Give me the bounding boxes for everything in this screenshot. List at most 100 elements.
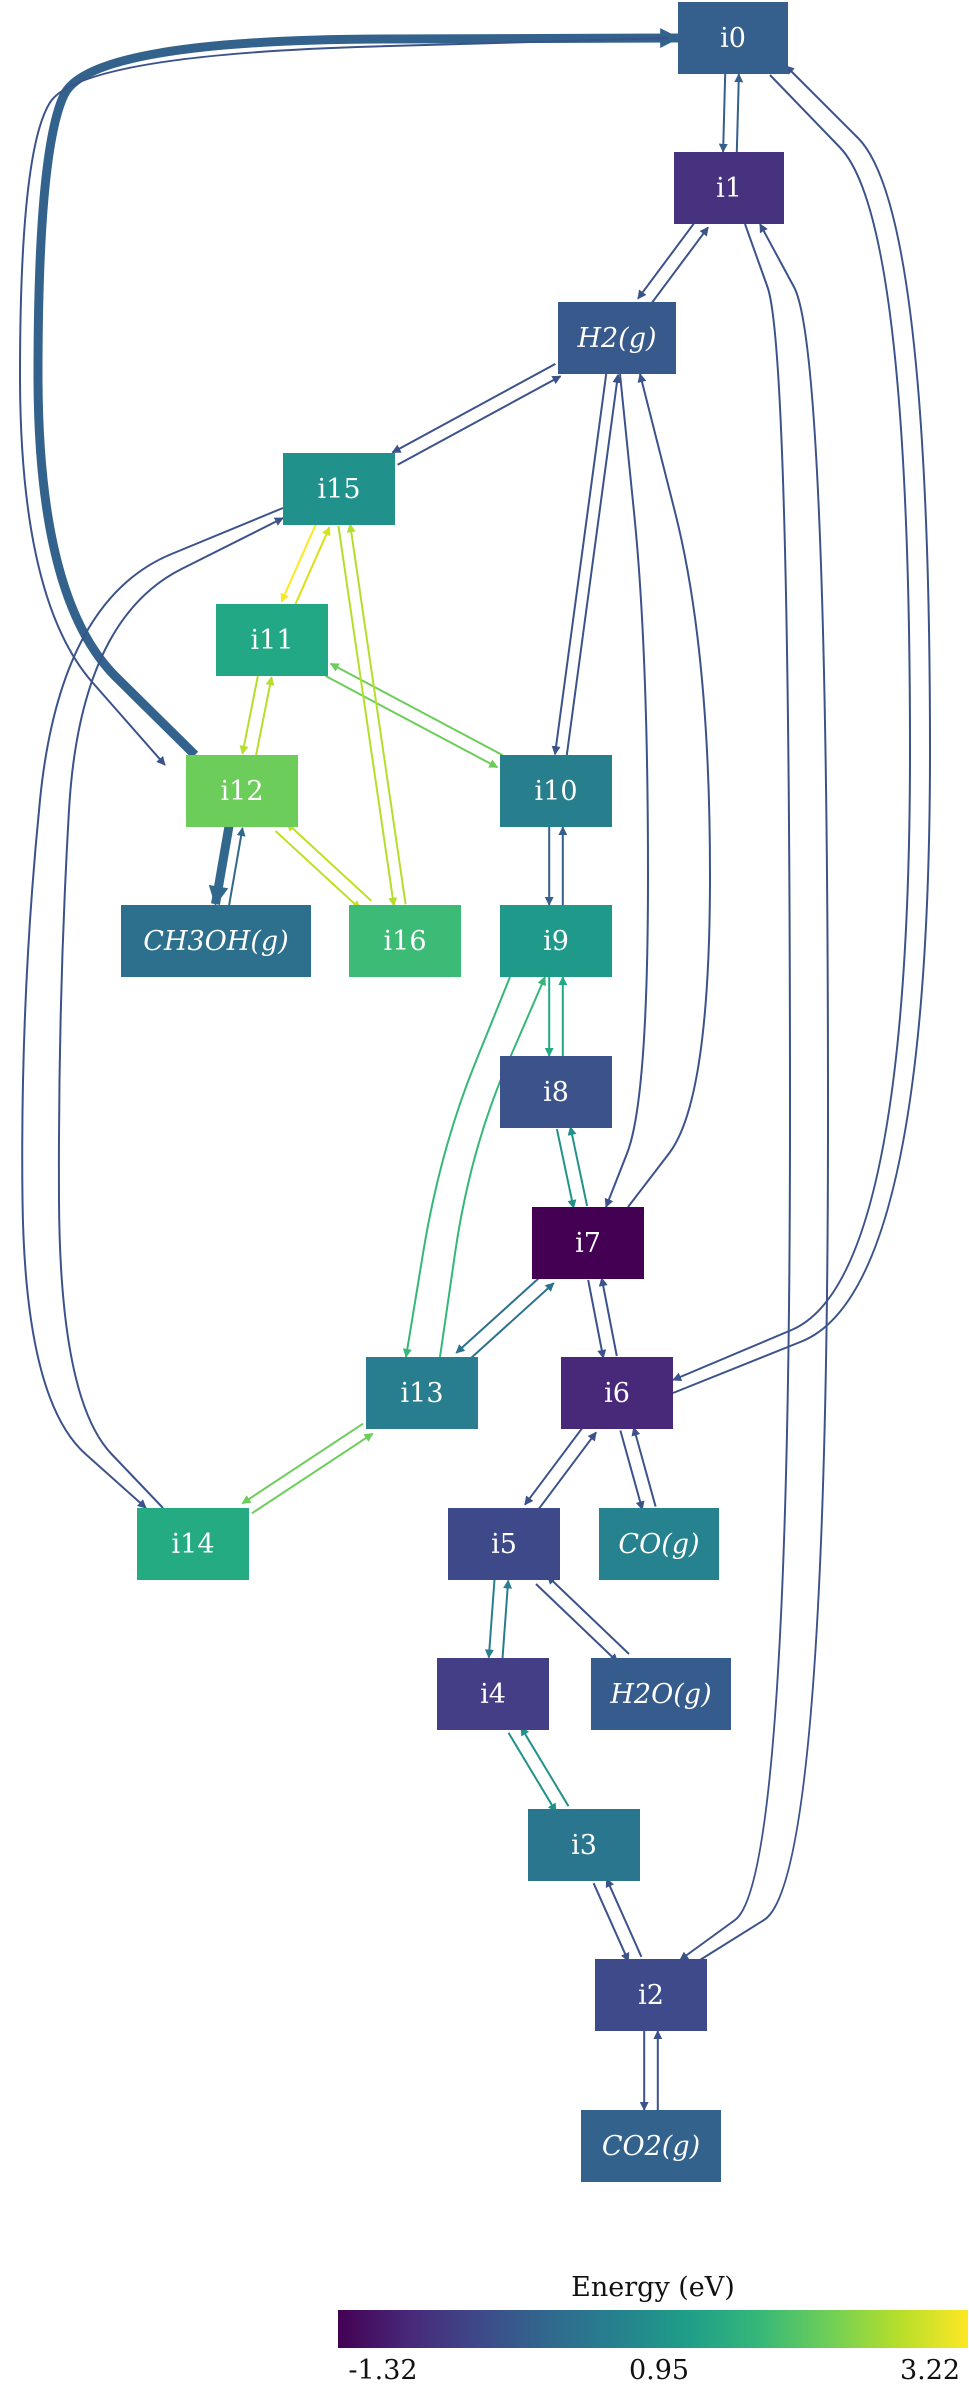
edge-h2-to-i7: [604, 373, 650, 1208]
node-i16[interactable]: i16: [349, 905, 461, 977]
colorbar-tick-max: 3.22: [900, 2355, 960, 2381]
edge-i13-to-i9: [439, 976, 546, 1358]
edge-i8-to-i7: [555, 1128, 577, 1209]
edge-i5-to-i6: [536, 1431, 597, 1512]
edge-i10-to-h2: [565, 373, 622, 756]
node-box: [283, 453, 395, 525]
node-label: i13: [401, 1378, 444, 1409]
node-label: CH3OH(g): [143, 926, 288, 957]
edge-i9-to-i13: [402, 976, 511, 1358]
edge-i13-to-i14: [241, 1422, 364, 1505]
node-i5[interactable]: i5: [448, 1508, 560, 1580]
edge-i14-to-i15: [57, 517, 284, 1509]
node-co[interactable]: CO(g): [599, 1508, 719, 1580]
node-box: [137, 1508, 249, 1580]
node-box: [500, 905, 612, 977]
edge-i3-to-i4: [520, 1726, 570, 1807]
node-h2o[interactable]: H2O(g): [591, 1658, 731, 1730]
node-i0[interactable]: i0: [678, 2, 788, 74]
node-i11[interactable]: i11: [216, 604, 328, 676]
node-i1[interactable]: i1: [674, 152, 784, 224]
node-box: [366, 1357, 478, 1429]
edge-i0-to-i6: [672, 74, 912, 1381]
edge-i12-to-ch3oh: [208, 825, 234, 907]
edge-i1-to-i0: [734, 73, 744, 153]
node-label: i7: [575, 1228, 601, 1259]
node-i9[interactable]: i9: [500, 905, 612, 977]
node-i8[interactable]: i8: [500, 1056, 612, 1128]
edge-i6-to-i5: [524, 1425, 585, 1506]
node-i10[interactable]: i10: [500, 755, 612, 827]
node-box: [561, 1357, 673, 1429]
node-box: [448, 1508, 560, 1580]
edge-i4-to-i3: [507, 1732, 557, 1813]
node-box: [528, 1809, 640, 1881]
edge-i12-to-i0: [33, 28, 680, 759]
node-box: [216, 604, 328, 676]
edge-i4-to-i5: [501, 1579, 513, 1659]
node-label: i14: [172, 1529, 215, 1560]
edge-i15-to-i16: [337, 525, 398, 907]
node-label: i11: [251, 625, 294, 656]
edge-i12-to-i11: [254, 676, 275, 757]
edge-co-to-i6: [631, 1426, 657, 1507]
edge-i0-to-i12: [18, 37, 669, 766]
node-box: [558, 302, 676, 374]
node-i2[interactable]: i2: [595, 1959, 707, 2031]
colorbar-tick-mid: 0.95: [629, 2355, 689, 2381]
colorbar: Energy (eV) -1.32 0.95 3.22: [338, 2272, 968, 2385]
node-box: [591, 1658, 731, 1730]
edge-i5-to-i4: [484, 1579, 496, 1659]
edge-i7-to-i13: [455, 1274, 544, 1354]
edge-i16-to-i15: [346, 523, 407, 905]
node-box: [500, 1056, 612, 1128]
edge-h2o-to-i5: [546, 1575, 630, 1655]
node-label: i12: [221, 776, 264, 807]
node-label: i1: [716, 173, 742, 204]
edges-layer: [18, 28, 932, 2111]
node-label: H2O(g): [609, 1679, 711, 1710]
node-label: i5: [491, 1529, 517, 1560]
edge-i15-to-h2: [397, 375, 562, 466]
edge-h2-to-i1: [649, 226, 709, 306]
edge-i7-to-i8: [567, 1126, 589, 1207]
node-box: [532, 1207, 644, 1279]
edge-i13-to-i7: [466, 1282, 555, 1362]
edge-i11-to-i10: [324, 675, 499, 769]
node-label: i15: [318, 474, 361, 505]
edge-i1-to-h2: [637, 220, 697, 300]
node-i12[interactable]: i12: [186, 755, 298, 827]
node-i3[interactable]: i3: [528, 1809, 640, 1881]
edge-i15-to-i11: [280, 522, 318, 603]
colorbar-gradient: [338, 2310, 968, 2348]
node-label: i6: [604, 1378, 630, 1409]
edge-i15-to-i14: [21, 507, 284, 1509]
edge-i6-to-i7: [598, 1277, 618, 1357]
node-co2[interactable]: CO2(g): [581, 2110, 721, 2182]
edge-i12-to-i16: [274, 830, 361, 910]
node-box: [121, 905, 311, 977]
node-i7[interactable]: i7: [532, 1207, 644, 1279]
edge-i10-to-i11: [329, 662, 504, 756]
node-label: i10: [535, 776, 578, 807]
node-box: [437, 1658, 549, 1730]
node-h2[interactable]: H2(g): [558, 302, 676, 374]
node-i13[interactable]: i13: [366, 1357, 478, 1429]
colorbar-title: Energy (eV): [571, 2272, 735, 2303]
edge-i1-to-i2: [679, 223, 792, 1961]
node-box: [349, 905, 461, 977]
node-i4[interactable]: i4: [437, 1658, 549, 1730]
edge-i2-to-i3: [605, 1877, 643, 1958]
node-box: [595, 1959, 707, 2031]
node-label: i16: [384, 926, 427, 957]
node-box: [186, 755, 298, 827]
node-i15[interactable]: i15: [283, 453, 395, 525]
node-i14[interactable]: i14: [137, 1508, 249, 1580]
node-label: i8: [543, 1077, 569, 1108]
node-i6[interactable]: i6: [561, 1357, 673, 1429]
node-ch3oh[interactable]: CH3OH(g): [121, 905, 311, 977]
edge-i7-to-i6: [587, 1279, 607, 1359]
